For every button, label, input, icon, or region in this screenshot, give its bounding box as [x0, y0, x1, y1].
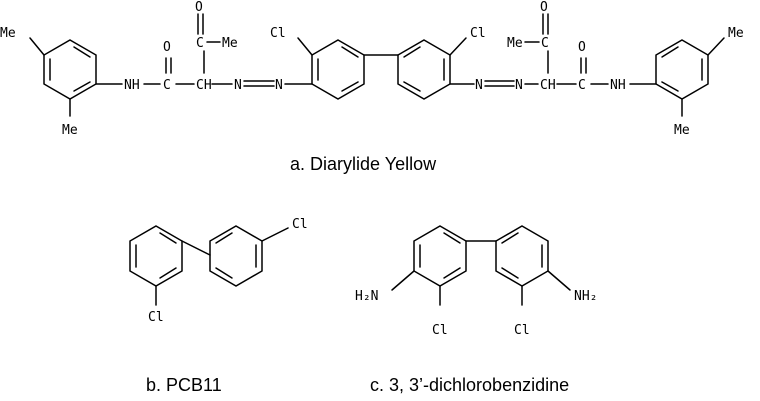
- dcb-caption: c. 3, 3’-dichlorobenzidine: [370, 375, 569, 395]
- diarylide-yellow-caption: a. Diarylide Yellow: [290, 154, 437, 174]
- right-top-methyl-label: Me: [728, 26, 744, 41]
- left-acetyl-o-label: O: [195, 0, 203, 15]
- left-nh-label: NH: [124, 78, 140, 93]
- left-biphenyl-ring: [311, 39, 365, 100]
- right-azo-n1-label: N: [475, 78, 483, 93]
- left-xylyl-ring: [43, 39, 97, 100]
- dcb-structure: H₂N Cl Cl NH₂ c. 3, 3’-dichlorobenzidine: [355, 225, 597, 395]
- pcb11-right-cl-label: Cl: [292, 217, 308, 232]
- pcb11-right-ring: [209, 225, 263, 287]
- left-azo-n1-label: N: [234, 78, 242, 93]
- left-amide-o-label: O: [163, 40, 171, 55]
- right-bottom-methyl-label: Me: [674, 123, 690, 138]
- dcb-h2n-label: H₂N: [355, 289, 378, 304]
- right-ch-label: CH: [540, 78, 556, 93]
- dcb-nh2-label: NH₂: [574, 289, 597, 304]
- right-acetyl-c-label: C: [541, 36, 549, 51]
- pcb11-left-ring: [129, 225, 183, 287]
- left-bottom-methyl-label: Me: [62, 123, 78, 138]
- right-amide-c-label: C: [578, 78, 586, 93]
- right-amide-o-label: O: [578, 40, 586, 55]
- left-azo-n2-label: N: [275, 78, 283, 93]
- left-ch-label: CH: [196, 78, 212, 93]
- dcb-right-ring: [495, 225, 549, 287]
- dcb-right-cl-label: Cl: [514, 323, 530, 338]
- left-top-methyl-label: Me: [0, 26, 16, 41]
- right-nh-label: NH: [610, 78, 626, 93]
- right-xylyl-ring: [655, 39, 709, 100]
- right-biphenyl-ring: [397, 39, 451, 100]
- diarylide-yellow-structure: Me Me NH C O CH C O Me N N Cl: [0, 0, 744, 174]
- left-amide-c-label: C: [163, 78, 171, 93]
- left-ring-cl-label: Cl: [270, 26, 286, 41]
- left-acetyl-methyl-label: Me: [222, 36, 238, 51]
- pcb11-caption: b. PCB11: [146, 375, 222, 395]
- right-acetyl-methyl-label: Me: [507, 36, 523, 51]
- right-azo-n2-label: N: [515, 78, 523, 93]
- left-acetyl-c-label: C: [196, 36, 204, 51]
- dcb-left-ring: [413, 225, 467, 287]
- dcb-left-cl-label: Cl: [432, 323, 448, 338]
- pcb11-structure: Cl Cl b. PCB11: [129, 217, 308, 395]
- pcb11-left-cl-label: Cl: [148, 310, 164, 325]
- right-acetyl-o-label: O: [540, 0, 548, 15]
- right-ring-cl-label: Cl: [470, 26, 486, 41]
